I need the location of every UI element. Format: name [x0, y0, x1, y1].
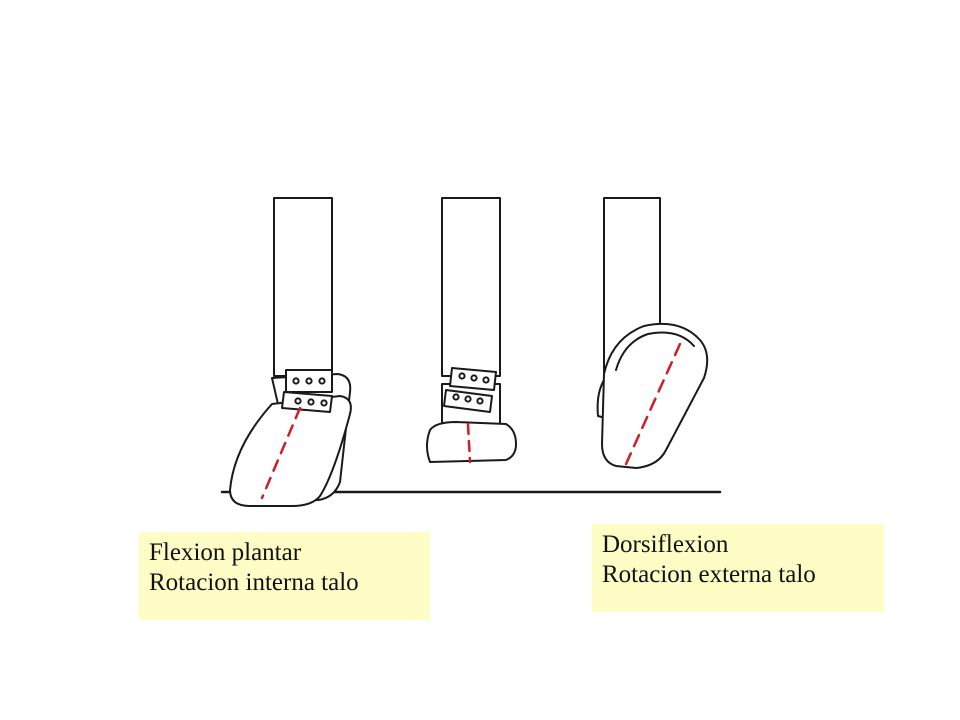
screw	[318, 377, 326, 385]
caption-line: Flexion plantar	[149, 539, 302, 566]
caption-plantar-flexion: Flexion plantar Rotacion interna talo	[139, 532, 430, 620]
foot-plate	[229, 395, 352, 507]
screw	[476, 397, 484, 405]
screw	[452, 393, 460, 401]
foot-plate	[426, 421, 517, 463]
hinge-lower-leaf	[281, 391, 333, 413]
model-dorsiflexion	[596, 197, 709, 469]
screw	[294, 397, 302, 405]
foot-plate	[601, 322, 709, 469]
caption-line: Rotacion externa talo	[602, 561, 816, 588]
caption-line: Dorsiflexion	[602, 531, 729, 558]
foot-plate-edge	[615, 331, 695, 371]
shank	[273, 197, 333, 377]
foot-axis-dash	[260, 406, 302, 500]
caption-line: Rotacion interna talo	[149, 569, 359, 596]
model-neutral	[426, 197, 517, 464]
shank	[441, 197, 501, 377]
screw	[320, 399, 328, 407]
caption-dorsiflexion: Dorsiflexion Rotacion externa talo	[592, 524, 884, 612]
screw	[458, 372, 466, 380]
foot-axis-dash	[624, 342, 682, 466]
screw	[470, 374, 478, 382]
screw	[292, 377, 300, 385]
screw	[464, 395, 472, 403]
model-plantar-flexion	[229, 197, 352, 507]
screw	[482, 376, 490, 384]
screw	[307, 398, 315, 406]
foot-axis-dash	[466, 422, 472, 464]
screw	[305, 377, 313, 385]
